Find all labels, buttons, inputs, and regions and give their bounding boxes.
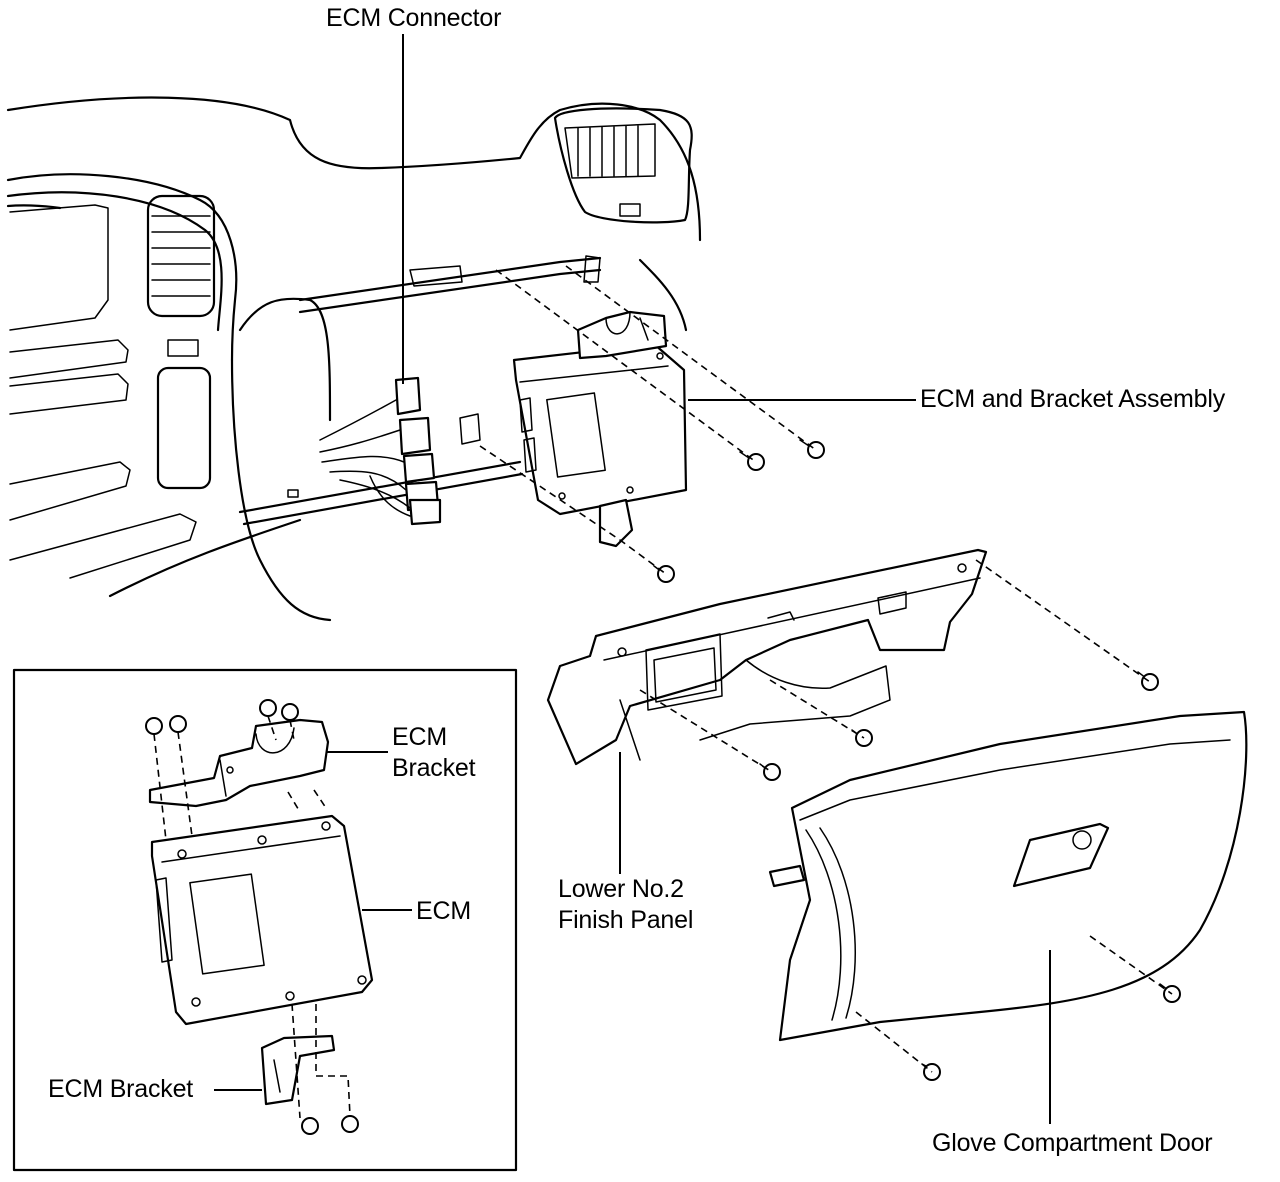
label-ecm: ECM (416, 897, 471, 925)
screw-icon (341, 1115, 359, 1133)
screw-icon (301, 1117, 319, 1135)
dashboard (6, 96, 702, 622)
ecm-bracket-assembly (512, 310, 688, 548)
screw-icon (799, 439, 825, 459)
label-ecm-bracket-assembly: ECM and Bracket Assembly (920, 385, 1226, 413)
ecm-connectors (319, 376, 442, 526)
screws-main (653, 439, 1181, 1081)
leader-lines (214, 34, 1051, 1124)
label-lower-panel-line2: Finish Panel (558, 906, 694, 934)
inset-detail (12, 668, 518, 1172)
installation-lines (479, 265, 1173, 1073)
screw-icon (1137, 671, 1159, 691)
glove-compartment-door (768, 710, 1248, 1042)
label-ecm-connector: ECM Connector (326, 4, 502, 32)
label-glove-compartment-door: Glove Compartment Door (932, 1129, 1213, 1157)
screw-icon (145, 717, 163, 735)
screw-icon (653, 565, 675, 583)
label-ecm-bracket-top-line2: Bracket (392, 754, 476, 782)
label-ecm-bracket-bottom: ECM Bracket (48, 1075, 194, 1103)
screw-icon (281, 703, 299, 721)
screw-icon (739, 451, 765, 471)
screw-icon (259, 699, 277, 717)
label-ecm-bracket-top-line1: ECM (392, 723, 447, 751)
screw-icon (169, 715, 187, 733)
label-lower-panel-line1: Lower No.2 (558, 875, 684, 903)
lower-finish-panel (546, 548, 988, 766)
